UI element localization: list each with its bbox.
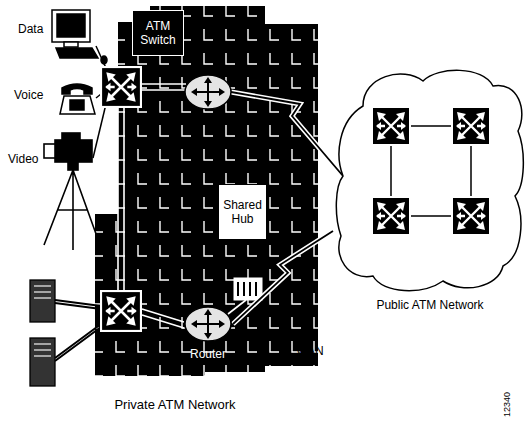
hub-label-box: Shared Hub [218,184,267,240]
node-text: ATM Switch [136,19,180,47]
wan-link-part [231,92,343,176]
video-camera-icon-part [55,140,92,162]
backbone-link-part [142,309,184,328]
switch-label-box: ATM Switch [132,10,184,56]
building-part [265,24,318,366]
phone-icon-part [60,96,95,114]
cloud-outline [336,70,523,290]
atm-switch-icon-part [101,291,141,331]
computer-icon-part [57,14,85,37]
video-camera-icon [44,133,100,250]
router-node: Router [183,305,233,365]
device-link-part [55,300,101,309]
wan-link-part [231,92,343,176]
atm-switch-icon [452,107,490,145]
computer-icon-part [52,10,90,42]
server-icon-part [34,286,51,298]
atm-switch-icon [101,67,141,331]
wan-label: To WAN [290,330,330,358]
device-label: Voice [14,88,43,102]
router-shape [183,305,233,343]
phone-icon [60,84,95,114]
server-icon [30,280,55,386]
phone-icon-part [62,84,92,94]
computer-icon-part [56,48,98,58]
node-text: Shared Hub [222,198,263,226]
figure-number: 12340 [500,392,514,417]
atm-switch-icon [372,107,410,145]
wan-connector [233,231,333,324]
computer-icon-part [101,56,107,64]
hub-icon-part [238,282,256,296]
video-camera-icon-part [44,144,55,158]
cloud-shape [333,66,527,296]
computer-icon-part [64,42,78,47]
video-camera-icon-part [44,170,100,250]
wan-connector [233,231,333,324]
device-label: Data [18,22,43,36]
device-label: Video [8,152,38,166]
server-icon-part [34,344,51,356]
router-icon [185,75,231,109]
device-link-part [55,324,101,361]
backbone-link-part [118,108,124,290]
hub-icon-part [234,278,262,300]
atm-switch-icon [452,197,490,235]
wan-link [231,92,343,176]
router-icon-part [185,75,231,109]
building [95,6,318,376]
node-text: Router [183,347,233,361]
node-text: Public ATM Network [375,298,485,312]
backbone-link-part [142,84,186,90]
server-icon-part [30,338,55,386]
caption: Private ATM Network [90,398,260,412]
atm-switch-icon [372,197,410,235]
hub-icon [234,278,262,300]
atm-switch-icon-part [101,67,141,107]
computer-icon [52,10,107,64]
connector-halo [233,231,333,324]
device-link [55,46,106,361]
video-camera-icon-part [62,133,80,140]
phone-icon-part [70,100,84,110]
cloud-network: Public ATM Network [333,66,527,336]
building-part [95,214,205,376]
server-icon-part [30,280,55,322]
video-camera-icon-part [68,162,78,170]
router-icon [185,307,231,341]
